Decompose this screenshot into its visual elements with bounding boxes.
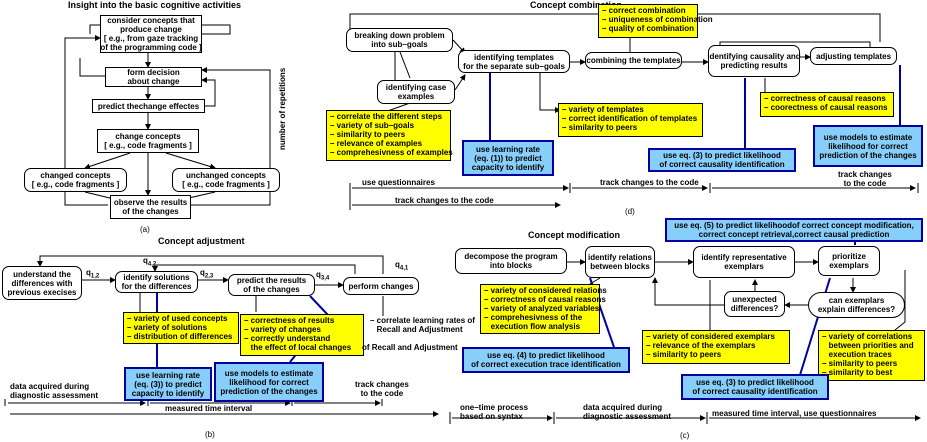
b-timeline-diag: data acquired during diagnostic assessme… [10,382,99,400]
d-causality-box: identifying causality and predicting res… [707,45,801,77]
a-change-concepts-box: change concepts [ e.g., code fragments ] [97,129,199,153]
b-blue-learning-rate: use learning rate (eq. (3)) to predict c… [124,367,212,401]
c-blue-top: use eq. (5) to predict likelihoodof corr… [665,218,923,242]
d-loop-breaking [394,51,411,85]
a-loop-predict-form [201,77,216,107]
a-changed-concepts-box: changed concepts [ e.g., code fragments … [24,168,127,192]
d-tl-ticks [349,183,919,210]
d-templates-box: identifying templates for the separate s… [458,50,570,73]
c-arrow-unexpected-relations [652,277,724,306]
d-blue-causality: use eq. (3) to predict likelihood of cor… [648,148,796,172]
c-exemplars-box: identify representative exemplars [693,246,795,278]
c-caption: (c) [680,431,690,440]
c-decompose-box: decompose the program into blocks [455,248,567,274]
d-arrow-to-yellow2 [539,73,561,113]
b-q23: q2,3 [200,268,214,280]
d-yellow-top: – correct combination – uniqueness of co… [598,4,713,38]
c-yellow-metrics-2: – variety of considered exemplars – rele… [642,330,790,364]
d-arrow-case-templates [454,74,466,91]
b-yellow-metrics-2: – correctness of results – variety of ch… [240,314,364,356]
a-consider-box: consider concepts that produce change [ … [100,15,202,53]
c-blue-execution-trace: use eq. (4) to predict likelihood of cor… [462,347,630,373]
b-yellow-metrics-1: – variety of used concepts – variety of … [123,312,239,344]
b-identify-solutions-box: identify solutions for the differences [115,271,198,293]
d-blue-models: use models to estimate likelihood for co… [813,125,923,167]
a-predict-box: predict thechange effectes [92,99,205,113]
b-perform-box: perform changes [343,277,419,295]
d-yellow-metrics-1: – correlate the different steps – variet… [326,110,453,161]
b-blue-models: use models to estimate likelihood for co… [214,362,324,402]
panel-d-title: Concept combination [530,0,622,10]
d-timeline-track-3: track changes to the code [395,196,494,205]
b-q34: q3,4 [316,270,330,282]
d-case-examples-box: identifying case examples [377,80,455,104]
d-yellow-metrics-3: – correctness of causal reasons – coorec… [760,92,894,117]
b-correlate-text: – correlate learning rates of Recall and… [370,316,475,334]
c-yellow-metrics-3: – variety of correlations between priori… [818,330,925,381]
a-repetitions-label: number of repetitions [278,67,287,150]
a-arrow-change-unchanged [165,152,216,170]
a-arrow-change-changed [84,152,131,170]
panel-c-title: Concept modification [528,230,620,240]
c-relations-box: identify relations between blocks [585,246,655,278]
b-timeline-track: track changes to the code [355,380,409,398]
a-loop-observe-consider [64,35,108,206]
a-form-decision-box: form decision about change [105,67,202,87]
d-combining-box: combining the templates [585,52,682,69]
b-loop-q42 [152,264,356,274]
b-q41: q4,1 [395,260,409,272]
b-loop-top [37,255,384,274]
a-observe-box: observe the results of the changes [110,195,191,219]
panel-a-title: Insight into the basic cognitive activit… [68,0,242,10]
b-q12: q1,2 [86,268,100,280]
b-q42: q4,2 [143,256,157,268]
c-timeline-diag: data acquired during diagnostic assessme… [583,403,672,421]
c-arrow-prioritize-yellow [894,270,906,331]
a-caption: (a) [140,225,150,234]
d-adjusting-box: adjusting templates [810,47,897,65]
b-recall-text: of Recall and Adjustment [362,343,458,352]
a-loop-right [188,67,271,206]
b-understand-box: understand the differences with previous… [2,266,82,300]
a-loop-form-left [79,58,105,77]
d-timeline-track: track changes to the code [600,178,699,187]
d-timeline-track-2: track changes to the code [838,170,892,188]
c-timeline-syntax: one–time process based on syntax [460,403,529,421]
panel-b-title: Concept adjustment [158,236,245,246]
a-unchanged-concepts-box: unchanged concepts [ e.g., code fragment… [172,168,280,192]
b-caption: (b) [205,430,215,439]
d-blue-learning-rate: use learning rate (eq. (1)) to predict c… [462,140,554,176]
b-timeline-measured: measured time interval [165,404,253,413]
d-caption: (d) [625,207,635,216]
c-blue-causality: use eq. (3) to predict likelihood of cor… [681,374,829,400]
d-breaking-box: breaking down problem into sub–goals [346,28,453,52]
d-timeline-questionnaires: use questionnaires [362,178,435,187]
c-yellow-metrics-1: – variety of considered relations – corr… [480,284,607,334]
c-timeline-measured: measured time interval, use questionnair… [712,409,877,418]
c-prioritize-box: prioritize exemplars [818,246,880,276]
a-loop-top [89,24,231,35]
c-tl-ticks [449,412,708,424]
b-predict-results-box: predict the results of the changes [228,274,315,296]
d-yellow-metrics-2: – variety of templates – correct identif… [558,103,703,137]
b-tl-ticks [4,399,383,406]
c-unexpected-box: unexpected differences? [724,291,785,317]
c-can-exemplars-box: can exemplars explain differences? [808,292,905,318]
